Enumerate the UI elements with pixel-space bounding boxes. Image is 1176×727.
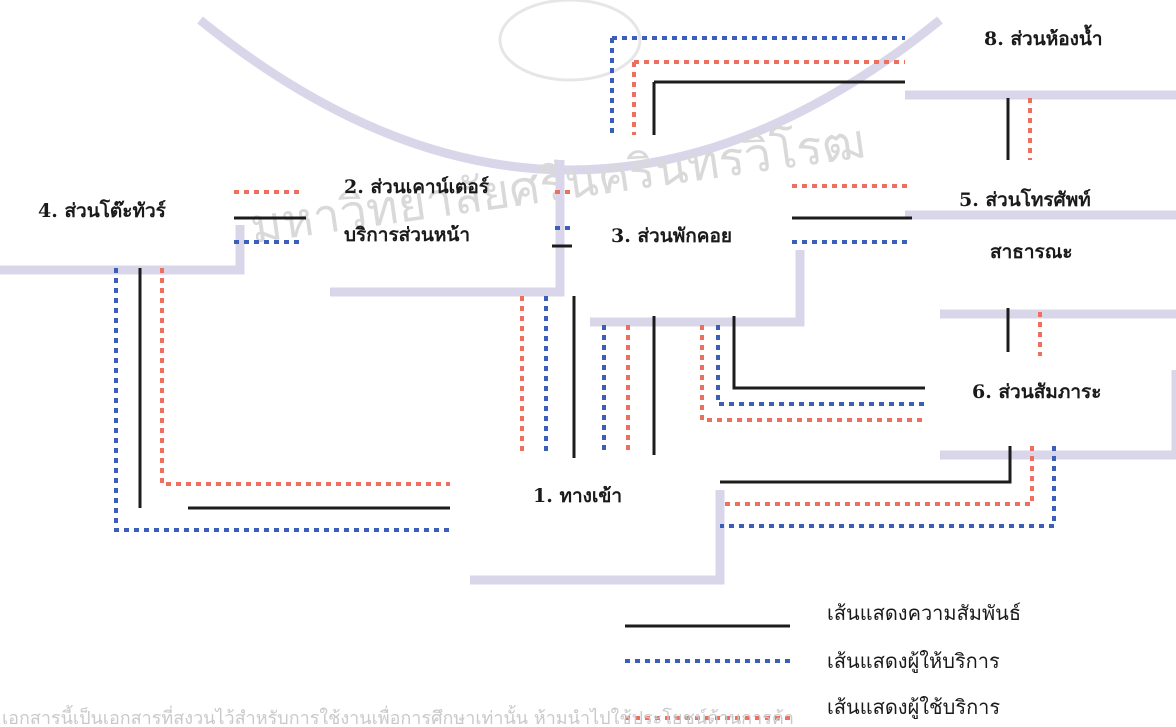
- ghost-line: [0, 225, 245, 275]
- node-tour-desk-label: 4. ส่วนโต๊ะทัวร์: [38, 199, 167, 222]
- provider-line: [720, 446, 1056, 528]
- user-line: [700, 325, 925, 422]
- node-luggage-label: 6. ส่วนสัมภาระ: [972, 381, 1101, 403]
- ghost-line: [590, 250, 805, 327]
- provider-line: [716, 325, 925, 406]
- ghost-line: [940, 370, 1176, 460]
- node-front-counter-label-line2: บริการส่วนหน้า: [344, 224, 470, 246]
- provider-line: [114, 268, 450, 532]
- relationship-line: [732, 316, 925, 390]
- ghost-line: [330, 160, 565, 297]
- node-public-phone-label: 5. ส่วนโทรศัพท์: [959, 188, 1091, 211]
- connectors-waiting-area: [602, 36, 925, 455]
- node-front-counter-label: 2. ส่วนเคาน์เตอร์: [344, 176, 490, 198]
- legend: เส้นแสดงความสัมพันธ์ เส้นแสดงผู้ให้บริกา…: [625, 601, 1021, 720]
- relationship-line: [720, 446, 1012, 484]
- legend-provider-label: เส้นแสดงผู้ให้บริการ: [827, 649, 1000, 674]
- ghost-lines: [0, 90, 1176, 585]
- node-labels: 1. ทางเข้า 2. ส่วนเคาน์เตอร์ บริการส่วนห…: [38, 24, 1103, 507]
- connectors-luggage: [720, 446, 1056, 528]
- ghost-line: [470, 490, 725, 585]
- connectors-front-counter: [520, 190, 576, 458]
- node-entrance-label: 1. ทางเข้า: [533, 485, 622, 507]
- connectors-right-column: [1006, 98, 1042, 356]
- footer-disclaimer: เอกสารนี้เป็นเอกสารที่สงวนไว้สำหรับการใช…: [2, 705, 794, 727]
- legend-relationship-label: เส้นแสดงความสัมพันธ์: [827, 601, 1021, 625]
- legend-user-label: เส้นแสดงผู้ใช้บริการ: [827, 695, 1000, 720]
- connectors-tour-desk: [114, 190, 450, 532]
- watermark-seal-arc: [197, 16, 943, 175]
- node-restroom-label: 8. ส่วนห้องน้ำ: [984, 24, 1103, 50]
- node-public-phone-label-line2: สาธารณะ: [990, 241, 1073, 263]
- node-waiting-area-label: 3. ส่วนพักคอย: [611, 225, 732, 247]
- user-line: [160, 268, 450, 486]
- watermark-seal-emblem: [498, 0, 642, 82]
